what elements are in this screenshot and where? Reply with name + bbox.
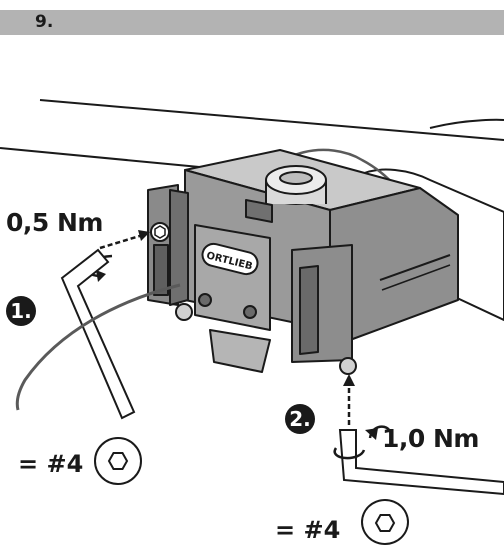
insert-arrow-left [99,230,150,250]
bracket [147,149,459,375]
step-1-badge: 1. [6,296,36,326]
step-header-bar: 9. [0,10,504,35]
tool-size-label-step-2: = #4 [275,516,341,544]
logo-plate: ORTLIEB [201,242,259,276]
insert-arrow-right [343,374,355,425]
rotation-arrow-icon [333,425,392,460]
step-number: 9. [35,12,54,32]
torque-label-step-1: 0,5 Nm [6,208,103,237]
torque-label-step-2: 1,0 Nm [382,424,479,453]
allen-key-right [338,429,504,496]
step-2-badge: 2. [285,404,315,434]
allen-key-left [60,248,136,420]
hex-screw-left [150,222,170,242]
tool-size-label-step-1: = #4 [18,450,84,478]
hex-socket-icon [361,499,409,545]
cable-left [15,283,181,411]
hex-socket-icon [94,437,142,485]
